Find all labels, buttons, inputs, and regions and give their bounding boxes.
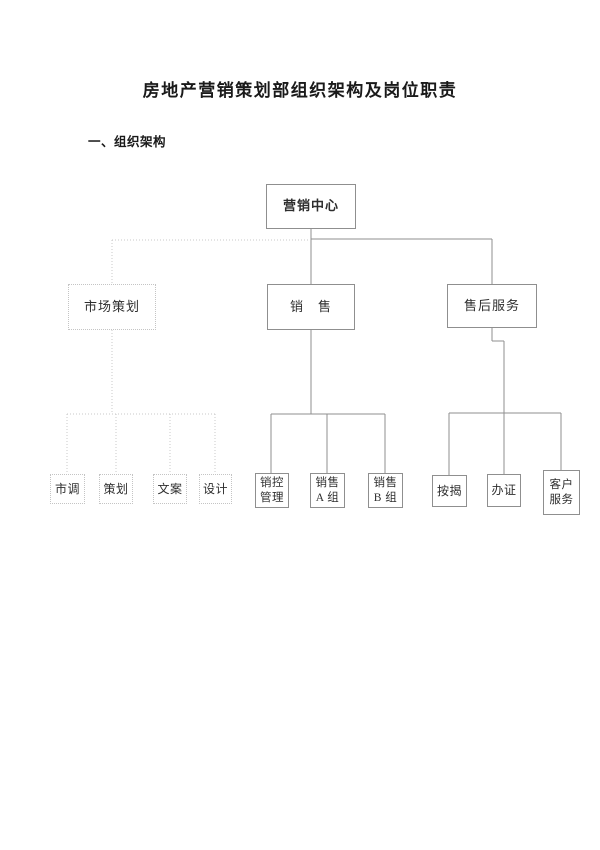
org-node-marketing-center: 营销中心 [266, 184, 356, 229]
org-node-label-line1: 客户 [549, 479, 574, 492]
org-node-label: 办证 [491, 483, 517, 497]
document-title: 房地产营销策划部组织架构及岗位职责 [142, 81, 458, 100]
org-node-label-line2: 服务 [549, 493, 574, 506]
org-node-sales-group-a: 销售 A 组 [310, 473, 345, 508]
org-node-label-line1: 销售 [373, 477, 398, 490]
org-node-label-line1: 销售 [315, 477, 340, 490]
org-node-market-research: 市调 [50, 474, 85, 504]
org-node-label: 文案 [157, 481, 183, 496]
org-node-label: 售后服务 [463, 297, 520, 313]
org-node-market-planning: 市场策划 [68, 284, 156, 330]
org-node-label: 销 售 [289, 298, 332, 314]
org-node-after-sales-service: 售后服务 [447, 284, 537, 328]
org-node-label-line1: 销控 [260, 477, 284, 490]
org-node-label: 市场策划 [83, 298, 140, 314]
org-node-label: 市调 [54, 481, 80, 496]
org-node-sales-control: 销控 管理 [255, 473, 289, 508]
org-node-label: 按揭 [436, 483, 462, 498]
org-node-mortgage: 按揭 [432, 475, 467, 507]
org-node-planning: 策划 [99, 474, 133, 504]
org-node-label: 设计 [202, 481, 228, 496]
org-node-copywriting: 文案 [153, 474, 187, 504]
org-node-customer-service: 客户 服务 [543, 470, 580, 515]
org-node-label-line2: B 组 [373, 491, 398, 504]
section-heading: 一、组织架构 [88, 135, 167, 149]
org-node-label: 营销中心 [282, 198, 339, 214]
org-node-design: 设计 [199, 474, 232, 504]
org-node-label-line2: 管理 [260, 491, 284, 504]
org-node-sales: 销 售 [267, 284, 355, 330]
org-node-label: 策划 [103, 481, 129, 496]
org-node-label-line2: A 组 [315, 491, 340, 504]
org-node-certificates: 办证 [487, 474, 521, 507]
org-node-sales-group-b: 销售 B 组 [368, 473, 403, 508]
